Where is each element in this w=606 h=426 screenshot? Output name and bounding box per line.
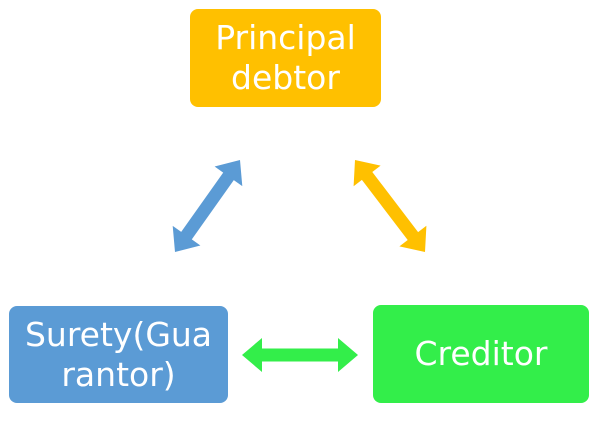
creditor-box: Creditor bbox=[373, 305, 589, 403]
principal-debtor-label-line1: Principal bbox=[215, 18, 356, 57]
arrow-surety-creditor bbox=[242, 338, 358, 372]
principal-debtor-label-line2: debtor bbox=[231, 58, 340, 97]
principal-debtor-box: Principal debtor bbox=[190, 9, 381, 107]
surety-label-line1: Surety(Gua bbox=[24, 314, 213, 354]
arrow-principal-creditor bbox=[353, 160, 427, 252]
creditor-label: Creditor bbox=[414, 334, 548, 373]
arrow-principal-surety bbox=[172, 160, 243, 252]
surety-label-line2: rantor) bbox=[61, 354, 176, 394]
surety-guarantor-box: Surety(Gua rantor) bbox=[9, 306, 228, 403]
